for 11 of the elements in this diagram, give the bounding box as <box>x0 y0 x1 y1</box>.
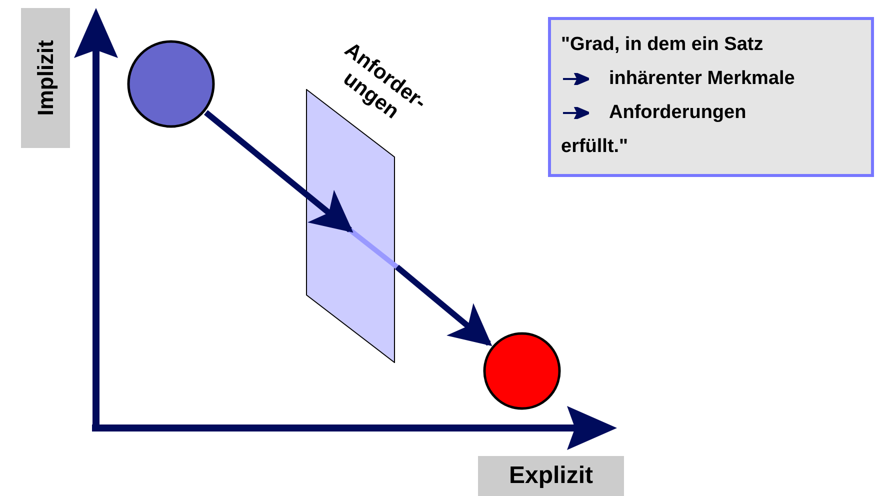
arrow <box>204 110 354 233</box>
definition-box <box>548 17 874 177</box>
axis-label: Explizit <box>478 456 624 496</box>
circle <box>127 40 215 128</box>
arrow <box>395 264 492 346</box>
definition-text: inhärenter Merkmale <box>609 66 795 91</box>
definition-text: erfüllt." <box>561 134 628 159</box>
circle <box>483 332 561 410</box>
definition-text: "Grad, in dem ein Satz <box>561 32 764 57</box>
definition-text: Anforderungen <box>609 100 746 125</box>
axis-label: Implizit <box>21 8 70 148</box>
